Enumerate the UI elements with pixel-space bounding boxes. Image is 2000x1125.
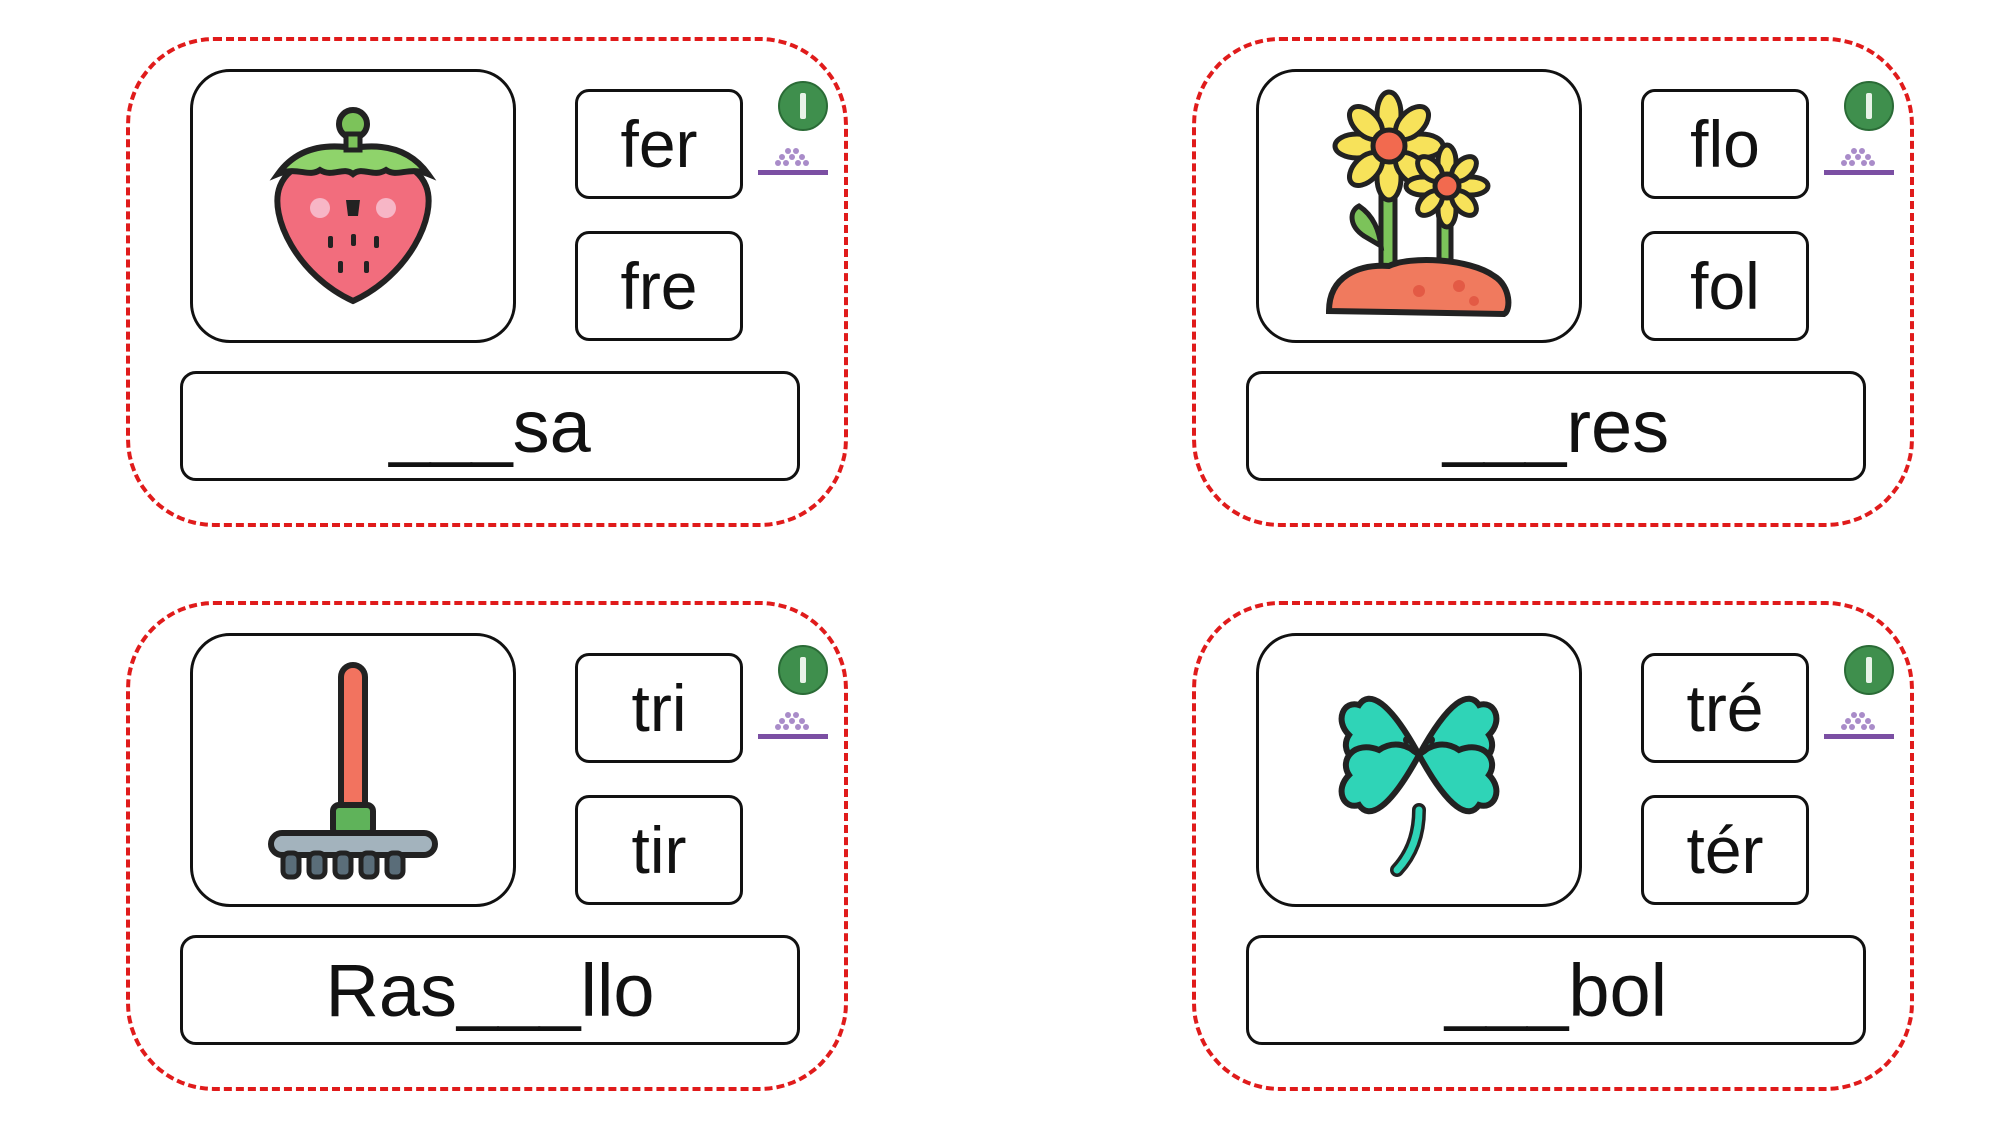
option-button[interactable]: tér: [1641, 795, 1809, 905]
word-field: ___res: [1246, 371, 1866, 481]
option-button[interactable]: fol: [1641, 231, 1809, 341]
option-button[interactable]: tri: [575, 653, 743, 763]
option-button[interactable]: flo: [1641, 89, 1809, 199]
strawberry-icon: [269, 107, 437, 305]
card-clover: tré tér ___bol: [1192, 601, 1914, 1091]
picture-frame: [190, 69, 516, 343]
option-button[interactable]: fre: [575, 231, 743, 341]
logo-icon: [1824, 712, 1894, 739]
rake-icon: [268, 662, 438, 880]
picture-frame: [1256, 633, 1582, 907]
flowers-icon: [1325, 89, 1512, 318]
clover-icon: [1338, 695, 1500, 877]
option-button[interactable]: tir: [575, 795, 743, 905]
option-button[interactable]: tré: [1641, 653, 1809, 763]
logo-icon: [758, 148, 828, 175]
option-button[interactable]: fer: [575, 89, 743, 199]
picture-frame: [190, 633, 516, 907]
badge-icon: [1844, 645, 1894, 695]
word-field: ___sa: [180, 371, 800, 481]
badge-icon: [778, 81, 828, 131]
logo-icon: [758, 712, 828, 739]
card-flowers: flo fol ___res: [1192, 37, 1914, 527]
word-field: ___bol: [1246, 935, 1866, 1045]
picture-frame: [1256, 69, 1582, 343]
badge-icon: [778, 645, 828, 695]
logo-icon: [1824, 148, 1894, 175]
word-field: Ras___llo: [180, 935, 800, 1045]
badge-icon: [1844, 81, 1894, 131]
card-strawberry: fer fre ___sa: [126, 37, 848, 527]
card-rake: tri tir Ras___llo: [126, 601, 848, 1091]
